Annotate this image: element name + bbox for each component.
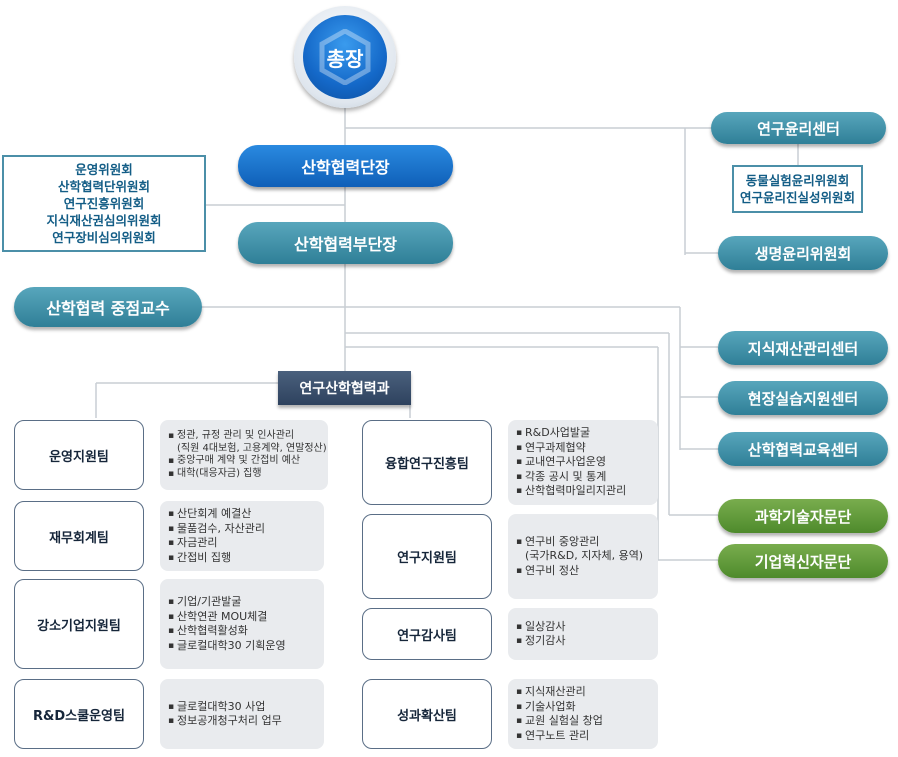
center-label: 산학협력교육센터 (747, 440, 859, 459)
duty-item: 각종 공시 및 통계 (525, 469, 607, 483)
committee-item: 운영위원회 (75, 162, 133, 177)
team-label: 성과확산팀 (397, 708, 457, 724)
duty-item: 중앙구매 계약 및 간접비 예산 (177, 455, 301, 466)
advisory-science-node[interactable]: 과학기술자문단 (718, 499, 888, 533)
team-enterprise-support[interactable]: 강소기업지원팀 (14, 579, 144, 669)
team-convergence-research[interactable]: 융합연구진흥팀 (362, 420, 492, 505)
president-node[interactable]: 총장 (303, 15, 387, 99)
team-label: 융합연구진흥팀 (385, 457, 469, 472)
ethics-center-label: 연구윤리센터 (757, 119, 840, 138)
advisory-label: 과학기술자문단 (754, 507, 852, 526)
committees-box[interactable]: 운영위원회 산학협력단위원회 연구진흥위원회 지식재산권심의위원회 연구장비심의… (2, 155, 206, 252)
duty-item: 산학연관 MOU체결 (177, 609, 268, 623)
committee-item: 산학협력단위원회 (57, 179, 150, 194)
ethics-committees-box[interactable]: 동물실험윤리위원회 연구윤리진실성위원회 (732, 165, 863, 213)
center-fieldwork-node[interactable]: 현장실습지원센터 (718, 381, 888, 415)
center-label: 현장실습지원센터 (747, 389, 859, 408)
duty-item: 일상감사 (525, 619, 566, 633)
duty-item: R&D사업발굴 (525, 426, 591, 440)
duty-item: 정기감사 (525, 634, 566, 647)
duty-item: 교내연구사업운영 (525, 455, 606, 469)
duty-item: (국가R&D, 지자체, 용역) (525, 549, 644, 563)
team-label: R&D스쿨운영팀 (33, 708, 125, 724)
team-outcome-diffusion[interactable]: 성과확산팀 (362, 679, 492, 749)
duty-item: 정보공개청구처리 업무 (177, 714, 282, 727)
center-ip-node[interactable]: 지식재산관리센터 (718, 331, 888, 365)
department-node[interactable]: 연구산학협력과 (278, 371, 411, 405)
committee-item: 연구진흥위원회 (63, 196, 145, 211)
bio-ethics-node[interactable]: 생명윤리위원회 (718, 236, 888, 270)
focus-professor-node[interactable]: 산학협력 중점교수 (14, 287, 202, 327)
bio-ethics-label: 생명윤리위원회 (754, 244, 852, 263)
duty-item: 연구과제협약 (525, 440, 586, 454)
ethics-center-node[interactable]: 연구윤리센터 (711, 112, 886, 144)
advisory-innovation-node[interactable]: 기업혁신자문단 (718, 544, 888, 578)
team-label: 연구감사팀 (397, 628, 457, 644)
duty-item: 글로컬대학30 사업 (177, 699, 266, 713)
duty-item: 대학(대응자금) 집행 (177, 467, 262, 479)
team-research-audit-duties: ▪일상감사 ▪정기감사 (508, 608, 658, 660)
duty-item: 글로컬대학30 기획운영 (177, 638, 286, 652)
president-label: 총장 (326, 46, 364, 71)
duty-item: 물품검수, 자산관리 (177, 521, 265, 535)
duty-item: (직원 4대보험, 고용계약, 연말정산) (177, 442, 327, 454)
team-research-audit[interactable]: 연구감사팀 (362, 608, 492, 660)
team-rnd-school-duties: ▪글로컬대학30 사업 ▪정보공개청구처리 업무 (160, 679, 324, 749)
team-label: 연구지원팀 (397, 551, 457, 566)
department-label: 연구산학협력과 (299, 381, 390, 397)
team-rnd-school[interactable]: R&D스쿨운영팀 (14, 679, 144, 749)
team-outcome-diffusion-duties: ▪지식재산관리 ▪기술사업화 ▪교원 실험실 창업 ▪연구노트 관리 (508, 679, 658, 749)
head-label: 산학협력단장 (301, 158, 390, 177)
ethics-committee-item: 연구윤리진실성위원회 (739, 190, 855, 205)
vice-head-node[interactable]: 산학협력부단장 (238, 222, 453, 264)
duty-item: 간접비 집행 (177, 550, 232, 564)
team-enterprise-support-duties: ▪기업/기관발굴 ▪산학연관 MOU체결 ▪산학협력활성화 ▪글로컬대학30 기… (160, 579, 324, 669)
team-label: 운영지원팀 (49, 449, 109, 465)
head-node[interactable]: 산학협력단장 (238, 145, 453, 187)
duty-item: 산학협력마일리지관리 (525, 484, 627, 498)
team-convergence-research-duties: ▪R&D사업발굴 ▪연구과제협약 ▪교내연구사업운영 ▪각종 공시 및 통계 ▪… (508, 420, 658, 505)
center-education-node[interactable]: 산학협력교육센터 (718, 432, 888, 466)
team-research-support[interactable]: 연구지원팀 (362, 514, 492, 599)
team-finance-duties: ▪산단회계 예결산 ▪물품검수, 자산관리 ▪자금관리 ▪간접비 집행 (160, 501, 324, 571)
committee-item: 연구장비심의위원회 (52, 230, 156, 245)
advisory-label: 기업혁신자문단 (754, 552, 852, 571)
team-operations[interactable]: 운영지원팀 (14, 420, 144, 490)
ethics-committee-item: 동물실험윤리위원회 (745, 173, 850, 188)
focus-professor-label: 산학협력 중점교수 (46, 299, 170, 318)
duty-item: 산학협력활성화 (177, 624, 248, 637)
hexagon-logo-icon (319, 29, 371, 85)
center-label: 지식재산관리센터 (747, 339, 859, 358)
duty-item: 교원 실험실 창업 (525, 714, 603, 727)
team-label: 재무회계팀 (49, 530, 109, 546)
team-operations-duties: ▪정관, 규정 관리 및 인사관리 (직원 4대보험, 고용계약, 연말정산) … (160, 420, 328, 490)
vice-head-label: 산학협력부단장 (293, 235, 398, 254)
committee-item: 지식재산권심의위원회 (46, 213, 162, 228)
duty-item: 연구비 정산 (525, 563, 580, 577)
duty-item: 기업/기관발굴 (177, 595, 242, 608)
duty-item: 연구노트 관리 (525, 728, 590, 742)
team-research-support-duties: ▪연구비 중앙관리 (국가R&D, 지자체, 용역) ▪연구비 정산 (508, 514, 658, 599)
duty-item: 산단회계 예결산 (177, 507, 252, 520)
duty-item: 지식재산관리 (525, 685, 586, 698)
team-label: 강소기업지원팀 (37, 618, 121, 634)
duty-item: 기술사업화 (525, 699, 576, 713)
duty-item: 연구비 중앙관리 (525, 534, 600, 548)
duty-item: 자금관리 (177, 536, 218, 549)
duty-item: 정관, 규정 관리 및 인사관리 (177, 430, 295, 441)
team-finance[interactable]: 재무회계팀 (14, 501, 144, 571)
